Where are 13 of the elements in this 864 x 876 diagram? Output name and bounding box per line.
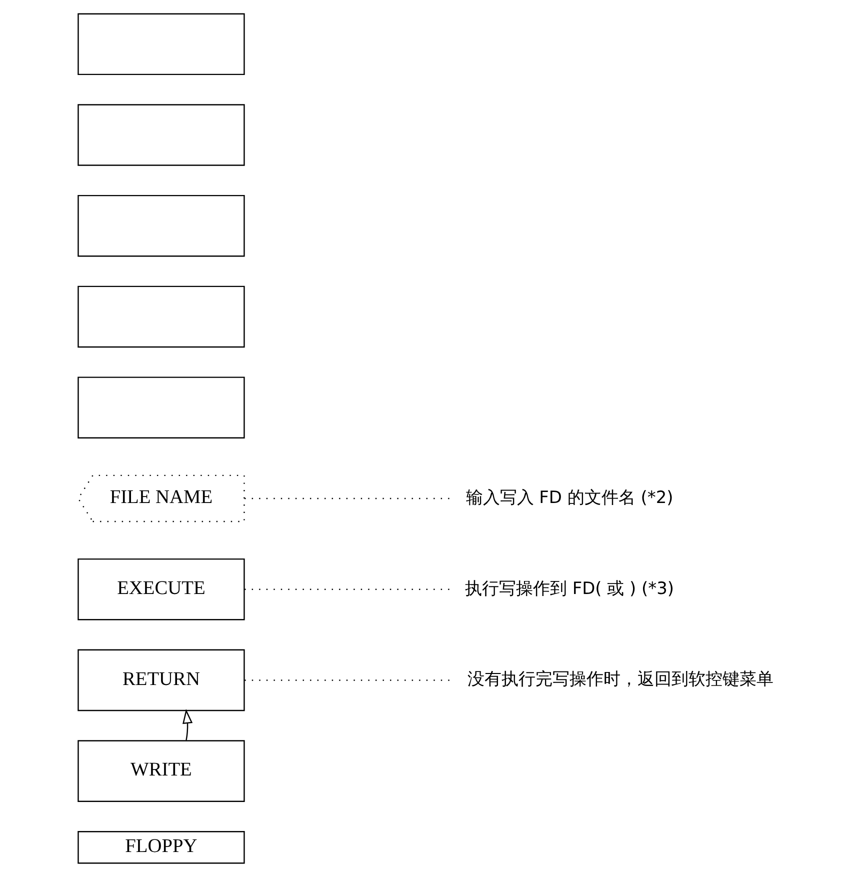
node-box: WRITE: [78, 740, 245, 802]
node-box: EXECUTE: [78, 558, 245, 620]
node-box: [78, 285, 245, 348]
node-text: 没有执行完写操作时，返回到软控键菜单: [467, 668, 774, 688]
arrow: [182, 708, 193, 740]
node-box: FLOPPY: [78, 830, 245, 864]
node-box: [78, 194, 245, 256]
node-box: RETURN: [78, 648, 245, 711]
node-text: 执行写操作到 FD( 或 ) (*3): [464, 577, 674, 598]
node-box: [78, 376, 245, 438]
node-box: [78, 104, 245, 166]
node-text: 输入写入 FD 的文件名 (*2): [466, 486, 674, 506]
node-box: [78, 12, 245, 75]
